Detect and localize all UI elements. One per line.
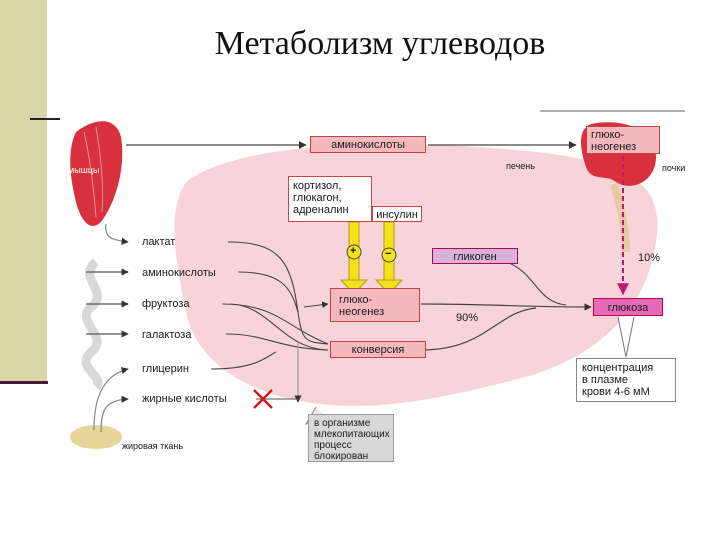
source-fatty-acids: жирные кислоты [142,393,227,405]
sidebar-rule [0,381,48,384]
adipose-shape [70,425,122,449]
sidebar-decoration [0,0,47,383]
muscle-label: мышцы [68,165,100,175]
sidebar-mid-rule [30,118,60,120]
insulin-box: инсулин [372,206,422,222]
percent-10: 10% [638,252,661,264]
plus-sign: + [350,245,357,257]
blocked-note-box: в организме млекопитающих процесс блокир… [308,414,394,462]
source-galactose: галактоза [142,329,192,341]
liver-label: печень [506,161,535,171]
hormones-box: кортизол, глюкагон, адреналин [288,176,372,222]
kidney-gluconeogenesis-box: глюко- неогенез [586,126,660,154]
source-glycerol: глицерин [142,363,189,375]
header-rule [540,110,685,112]
adipose-label: жировая ткань [122,441,184,451]
glycogen-box: гликоген [432,248,518,264]
source-amino-acids: аминокислоты [142,267,216,279]
slide-title: Метаболизм углеводов [214,25,546,62]
kidneys-label: почки [662,163,686,173]
source-fructose: фруктоза [142,298,190,310]
source-lactate: лактат [142,236,176,248]
percent-90: 90% [456,312,479,324]
conversion-box: конверсия [330,341,426,358]
concentration-box: концентрация в плазме крови 4-6 мМ [576,358,676,402]
glucose-box: глюкоза [593,298,663,316]
amino-acids-top-box: аминокислоты [310,136,426,153]
muscle-shape [70,121,123,226]
minus-sign: − [385,248,392,260]
metabolism-diagram: + − мышцы печень почки жировая ткань ами… [66,112,688,468]
center-gluconeogenesis-box: глюко- неогенез [330,288,420,322]
